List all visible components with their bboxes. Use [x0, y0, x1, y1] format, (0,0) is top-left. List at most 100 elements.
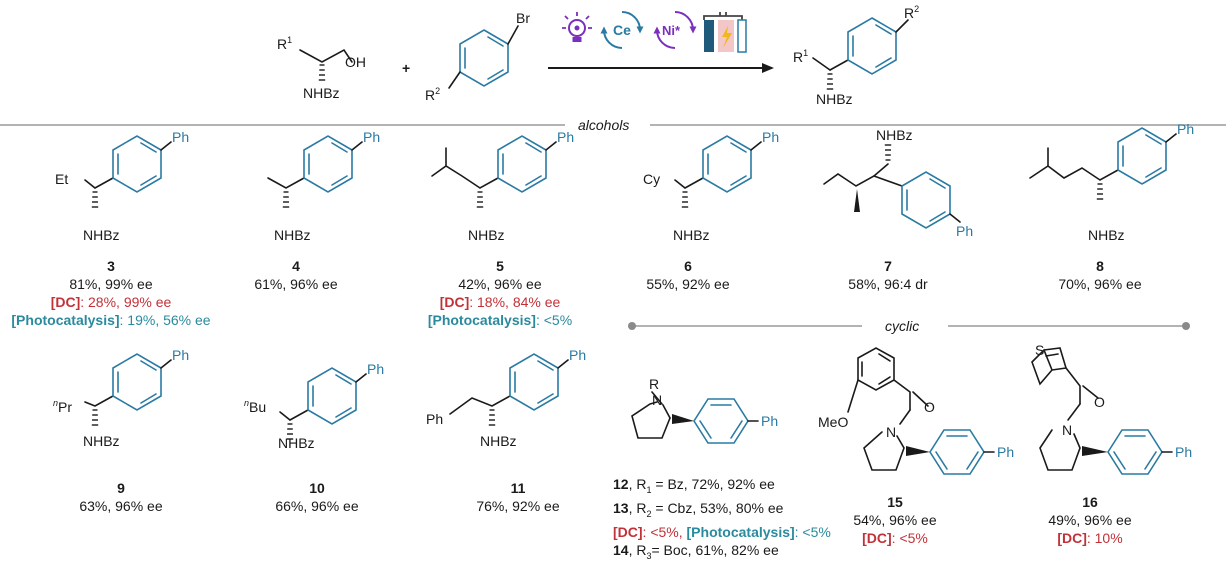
caption-9: 9 63%, 96% ee: [11, 479, 231, 515]
structure-15: O MeO Ph N: [818, 347, 1014, 475]
compound-number: 7: [884, 258, 892, 274]
structure-5: Ph NHBz: [431, 129, 574, 243]
caption-3: 3 81%, 99% ee [DC]: 28%, 99% ee [Photocatal…: [1, 257, 221, 329]
caption-10: 10 66%, 96% ee: [207, 479, 427, 515]
caption-6: 6 55%, 92% ee: [578, 257, 798, 293]
svg-text:Ph: Ph: [956, 223, 973, 239]
svg-text:Ph: Ph: [172, 347, 189, 363]
r2-label: R2: [904, 4, 919, 21]
svg-text:NHBz: NHBz: [278, 435, 315, 451]
compound-number: 10: [309, 480, 325, 496]
divider-endpoint: [1182, 322, 1190, 330]
structure-7: Ph NHBz: [823, 127, 973, 239]
caption-7: 7 58%, 96:4 dr: [778, 257, 998, 293]
r2-label: R2: [425, 86, 440, 103]
section-label-cyclic: cyclic: [885, 318, 920, 334]
svg-text:NHBz: NHBz: [83, 433, 120, 449]
section-label-alcohols: alcohols: [578, 117, 630, 133]
svg-text:Ph: Ph: [569, 347, 586, 363]
starting-amino-alcohol: R1 OH NHBz: [277, 35, 366, 101]
result-line: 55%, 92% ee: [646, 276, 730, 292]
structure-3: Ph Et NHBz: [55, 129, 189, 243]
svg-text:Ph: Ph: [172, 129, 189, 145]
svg-text:NHBz: NHBz: [468, 227, 505, 243]
structure-9: Ph nPr NHBz: [53, 347, 189, 449]
structure-6: Ph Cy NHBz: [643, 129, 779, 243]
svg-text:Ph: Ph: [762, 129, 779, 145]
caption-8: 8 70%, 96% ee: [990, 257, 1210, 293]
caption-5: 5 42%, 96% ee [DC]: 18%, 84% ee [Photocatal…: [390, 257, 610, 329]
svg-text:Ph: Ph: [1175, 444, 1192, 460]
caption-12-14: 12, R1 = Bz, 72%, 92% ee 13, R2 = Cbz, 5…: [613, 475, 831, 564]
compound-number: 6: [684, 258, 692, 274]
svg-text:O: O: [924, 399, 935, 415]
svg-text:Ni*: Ni*: [662, 23, 681, 38]
compound-number: 4: [292, 258, 300, 274]
plus-sign: +: [402, 60, 410, 76]
svg-text:N: N: [652, 392, 662, 408]
result-line: 61%, 96% ee: [254, 276, 338, 292]
svg-text:Ph: Ph: [426, 411, 443, 427]
svg-text:Ce: Ce: [613, 22, 631, 38]
caption-15: 15 54%, 96% ee [DC]: <5%: [853, 494, 937, 546]
result-line: [Photocatalysis]: <5%: [427, 312, 573, 328]
svg-text:nPr: nPr: [53, 398, 72, 415]
nickel-cycle-icon: Ni*: [653, 11, 697, 49]
nhbz-label: NHBz: [303, 85, 340, 101]
result-line: 58%, 96:4 dr: [848, 276, 928, 292]
result-line: 42%, 96% ee: [458, 276, 542, 292]
br-label: Br: [516, 10, 530, 26]
structure-12-14: Ph N R: [631, 376, 778, 444]
structure-11: Ph Ph NHBz: [426, 347, 586, 449]
svg-text:NHBz: NHBz: [83, 227, 120, 243]
result-line: [Photocatalysis]: 19%, 56% ee: [11, 312, 211, 328]
svg-text:S: S: [1035, 342, 1044, 358]
result-line: [DC]: 18%, 84% ee: [439, 294, 561, 310]
svg-text:Ph: Ph: [1177, 121, 1194, 137]
svg-text:N: N: [1062, 422, 1072, 438]
cerium-cycle-icon: Ce: [600, 11, 644, 49]
svg-text:Ph: Ph: [363, 129, 380, 145]
result-line: 66%, 96% ee: [275, 498, 359, 514]
structure-4: Ph NHBz: [267, 129, 380, 243]
svg-text:Ph: Ph: [761, 413, 778, 429]
result-line: 70%, 96% ee: [1058, 276, 1142, 292]
product-amine: R1 R2 NHBz: [793, 4, 919, 107]
light-bulb-icon: [562, 12, 592, 42]
compound-number: 8: [1096, 258, 1104, 274]
svg-text:NHBz: NHBz: [274, 227, 311, 243]
compound-number: 5: [496, 258, 504, 274]
entry-14: 14, R3= Boc, 61%, 82% ee: [613, 541, 779, 561]
svg-text:NHBz: NHBz: [876, 127, 913, 143]
result-line: 76%, 92% ee: [476, 498, 560, 514]
svg-text:Et: Et: [55, 171, 68, 187]
divider-endpoint: [628, 322, 636, 330]
structure-8: Ph NHBz: [1029, 121, 1194, 243]
structure-10: Ph nBu NHBz: [244, 361, 384, 451]
compound-number: 9: [117, 480, 125, 496]
svg-text:O: O: [1094, 394, 1105, 410]
r1-label: R1: [793, 48, 808, 65]
caption-4: 4 61%, 96% ee: [186, 257, 406, 293]
result-line: [DC]: 28%, 99% ee: [50, 294, 172, 310]
structure-16: S O Ph N: [1031, 342, 1192, 475]
svg-text:Ph: Ph: [997, 444, 1014, 460]
svg-text:Ph: Ph: [557, 129, 574, 145]
result-line: 81%, 99% ee: [69, 276, 153, 292]
nhbz-label: NHBz: [816, 91, 853, 107]
entry-12: 12, R1 = Bz, 72%, 92% ee: [613, 476, 775, 495]
svg-text:NHBz: NHBz: [480, 433, 517, 449]
r1-label: R1: [277, 35, 292, 52]
svg-text:nBu: nBu: [244, 398, 266, 415]
aryl-bromide: Br R2: [425, 10, 530, 103]
svg-text:NHBz: NHBz: [673, 227, 710, 243]
result-line: 63%, 96% ee: [79, 498, 163, 514]
svg-text:N: N: [886, 424, 896, 440]
svg-text:NHBz: NHBz: [1088, 227, 1125, 243]
electrochemical-cell-icon: [703, 12, 747, 53]
svg-text:MeO: MeO: [818, 414, 848, 430]
compound-number: 3: [107, 258, 115, 274]
entry-13-controls: [DC]: <5%, [Photocatalysis]: <5%: [613, 523, 831, 540]
